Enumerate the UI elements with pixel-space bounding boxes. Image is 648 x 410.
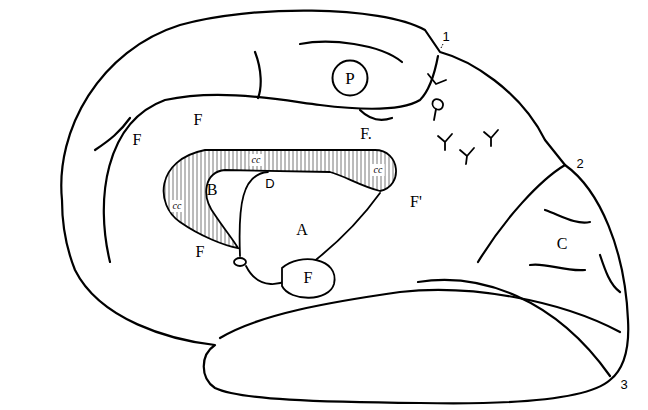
brain-outline (61, 11, 628, 404)
region-letter: B (205, 181, 220, 199)
callout-number: 3 (618, 377, 629, 392)
sulcus-mark (484, 130, 498, 146)
region-letter: F' (408, 193, 424, 211)
region-letter: F (302, 269, 315, 287)
circle-ring (333, 61, 368, 96)
sulcus-mark (428, 74, 446, 84)
region-letter: cc (171, 200, 184, 212)
sulcus-line (300, 42, 402, 62)
sulcus-line (104, 56, 438, 262)
callout-number: 2 (574, 156, 585, 171)
anterior-commissure (234, 258, 246, 266)
region-letter: cc (372, 164, 385, 176)
region-letter: cc (250, 154, 263, 166)
region-letter: D (263, 176, 276, 191)
sulcus-mark (433, 99, 443, 120)
circle-letter: P (345, 70, 354, 87)
sulcus-line (360, 110, 392, 120)
region-letter: F (131, 131, 144, 149)
sulcus-mark (460, 148, 474, 164)
region-letter: F. (358, 125, 374, 143)
sulcus-line (255, 52, 261, 98)
sulcus-line (530, 264, 585, 270)
region-letter: A (294, 221, 310, 239)
sulcus-mark (438, 134, 452, 150)
leader-line (441, 44, 443, 48)
fissure-line (418, 280, 610, 376)
region-letter: C (555, 235, 570, 253)
sulcus-line (95, 118, 130, 150)
sulcus-line (220, 290, 620, 338)
region-letter: F (194, 243, 207, 261)
region-letter: F (192, 111, 205, 129)
sulcus-line (600, 255, 620, 292)
sulcus-line (545, 210, 590, 223)
corpus-callosum (164, 150, 396, 248)
uncus-outline (282, 259, 335, 298)
circle-mark: P (331, 59, 369, 97)
callout-number: 1 (440, 29, 451, 44)
